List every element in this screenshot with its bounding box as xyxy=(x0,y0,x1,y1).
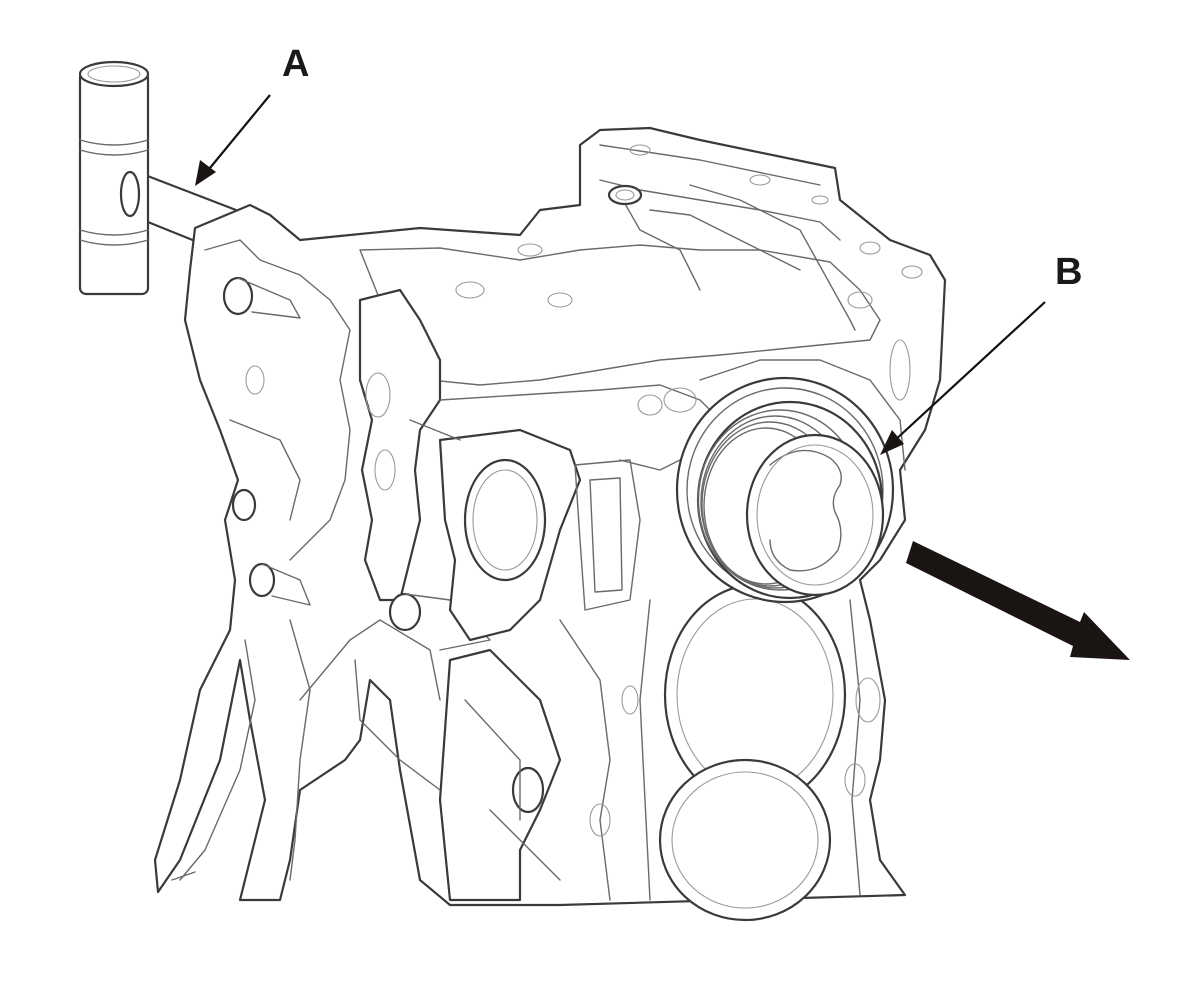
callout-b: B xyxy=(880,251,1082,455)
part-b xyxy=(675,376,895,604)
callout-label-b: B xyxy=(1055,251,1082,293)
callout-a: A xyxy=(195,43,309,186)
removal-direction-arrow xyxy=(906,541,1130,660)
leader-line-b xyxy=(892,301,1046,443)
leader-arrowhead-b xyxy=(880,430,904,455)
callout-label-a: A xyxy=(282,43,309,85)
leader-line-a xyxy=(204,94,271,175)
direction-arrow-icon xyxy=(906,541,1130,660)
engine-block xyxy=(153,126,947,922)
leader-arrowhead-a xyxy=(195,160,216,186)
